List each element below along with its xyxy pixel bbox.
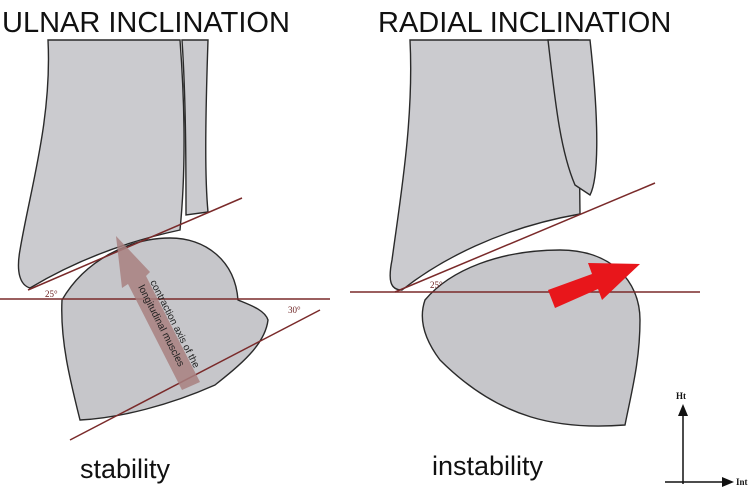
vertical-axis-label: Ht <box>676 391 686 401</box>
right-panel: 25° <box>350 40 700 426</box>
left-panel: contraction axis of the longitudinal mus… <box>0 40 330 440</box>
left-caption: stability <box>80 454 171 484</box>
horizontal-arrow-icon <box>722 477 734 487</box>
horizontal-axis-label: Int <box>736 477 748 487</box>
axis-indicator: Ht Int <box>665 391 748 487</box>
left-joint-angle: 25° <box>45 289 58 299</box>
left-title: ULNAR INCLINATION <box>2 7 290 39</box>
left-narrow-bone <box>182 40 208 215</box>
right-caption: instability <box>432 451 544 481</box>
right-title: RADIAL INCLINATION <box>378 7 671 39</box>
vertical-arrow-icon <box>678 404 688 416</box>
right-joint-angle: 25° <box>430 280 443 290</box>
left-lower-angle: 30° <box>288 305 301 315</box>
